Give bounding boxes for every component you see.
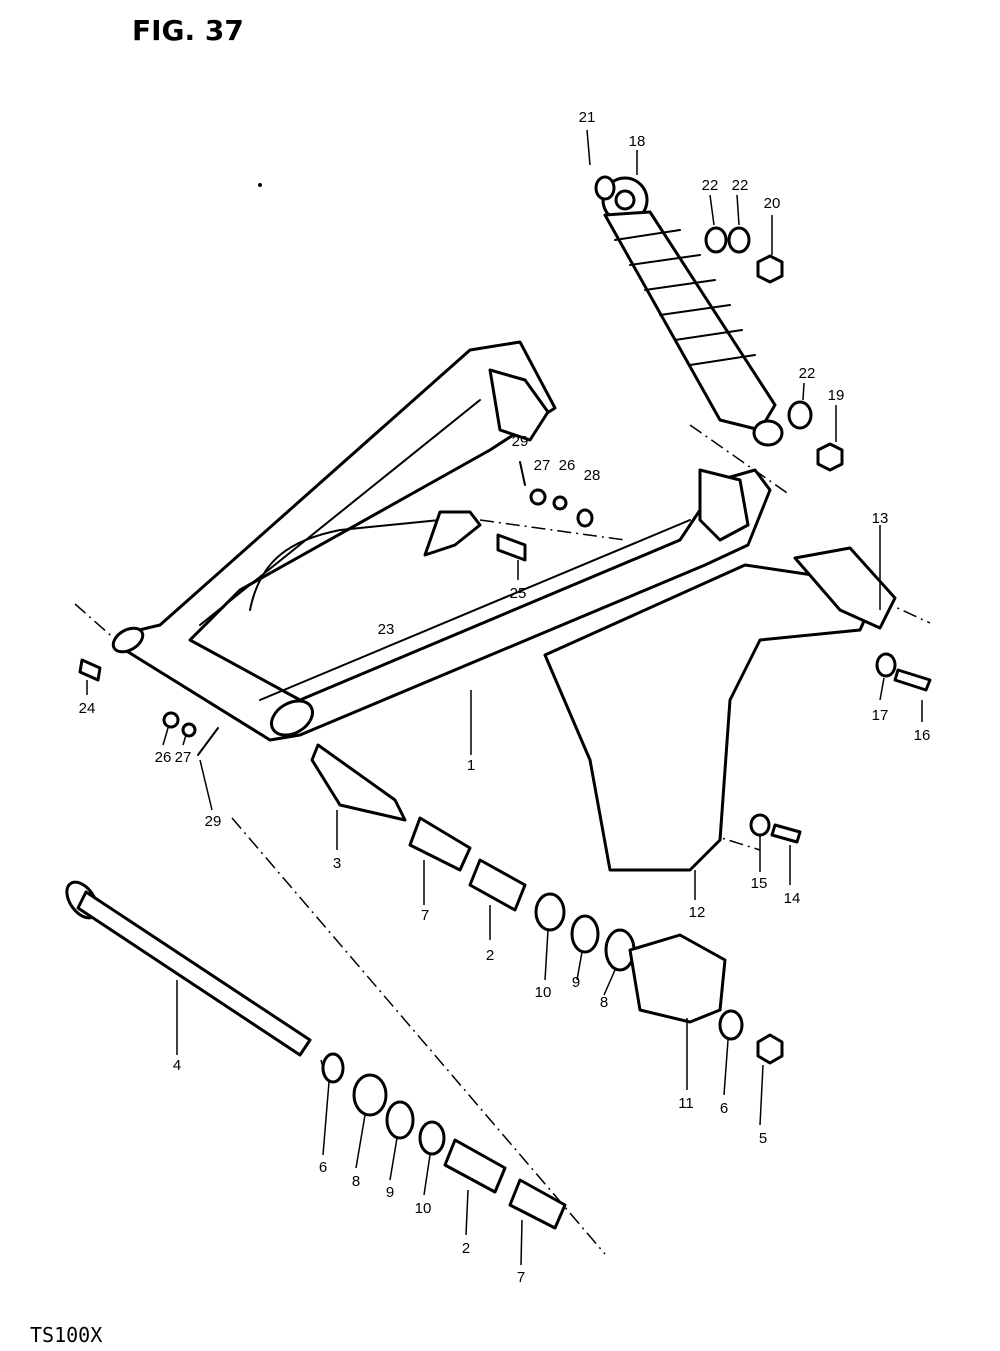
callout-leaders <box>86 129 923 1266</box>
callout-6: 6 <box>319 1159 327 1176</box>
callout-24: 24 <box>79 700 96 717</box>
callout-17: 17 <box>872 707 889 724</box>
callout-9: 9 <box>386 1184 394 1201</box>
chain-buffer-block <box>628 933 727 1024</box>
swing-arm <box>111 340 772 742</box>
callout-9: 9 <box>572 974 580 991</box>
callout-26: 26 <box>155 749 172 766</box>
callout-3: 3 <box>333 855 341 872</box>
callout-19: 19 <box>828 387 845 404</box>
callout-22: 22 <box>732 177 749 194</box>
callout-28: 28 <box>584 467 601 484</box>
callout-1: 1 <box>467 757 475 774</box>
callout-27: 27 <box>175 749 192 766</box>
callout-15: 15 <box>751 875 768 892</box>
model-code: TS100X <box>30 1323 102 1347</box>
callout-5: 5 <box>759 1130 767 1147</box>
callout-2: 2 <box>486 947 494 964</box>
stray-mark <box>258 183 262 187</box>
callout-8: 8 <box>352 1173 360 1190</box>
callout-10: 10 <box>535 984 552 1001</box>
pivot-bolt <box>65 880 312 1057</box>
rear-shock-absorber <box>601 176 784 447</box>
callout-29: 29 <box>205 813 222 830</box>
bushing-parts <box>310 743 567 1230</box>
callout-12: 12 <box>689 904 706 921</box>
callout-6: 6 <box>720 1100 728 1117</box>
callout-21: 21 <box>579 109 596 126</box>
callout-4: 4 <box>173 1057 181 1074</box>
callout-13: 13 <box>872 510 889 527</box>
callout-25: 25 <box>510 585 527 602</box>
figure-title: FIG. 37 <box>132 14 244 47</box>
callout-22: 22 <box>702 177 719 194</box>
callout-2: 2 <box>462 1240 470 1257</box>
callout-26: 26 <box>559 457 576 474</box>
callout-29: 29 <box>512 433 529 450</box>
callout-7: 7 <box>421 907 429 924</box>
chain-case-bracket <box>793 546 897 630</box>
callout-10: 10 <box>415 1200 432 1217</box>
swing-arm-bracket <box>423 510 482 557</box>
callout-23: 23 <box>378 621 395 638</box>
callout-labels: 21 18 22 22 20 22 19 29 27 26 28 13 25 2… <box>79 109 931 1286</box>
callout-22: 22 <box>799 365 816 382</box>
callout-20: 20 <box>764 195 781 212</box>
callout-7: 7 <box>517 1269 525 1286</box>
fasteners <box>78 254 932 1065</box>
callout-18: 18 <box>629 133 646 150</box>
callout-11: 11 <box>678 1095 694 1112</box>
callout-27: 27 <box>534 457 551 474</box>
callout-16: 16 <box>914 727 931 744</box>
callout-8: 8 <box>600 994 608 1011</box>
callout-14: 14 <box>784 890 801 907</box>
washers-and-seals <box>321 175 897 1156</box>
